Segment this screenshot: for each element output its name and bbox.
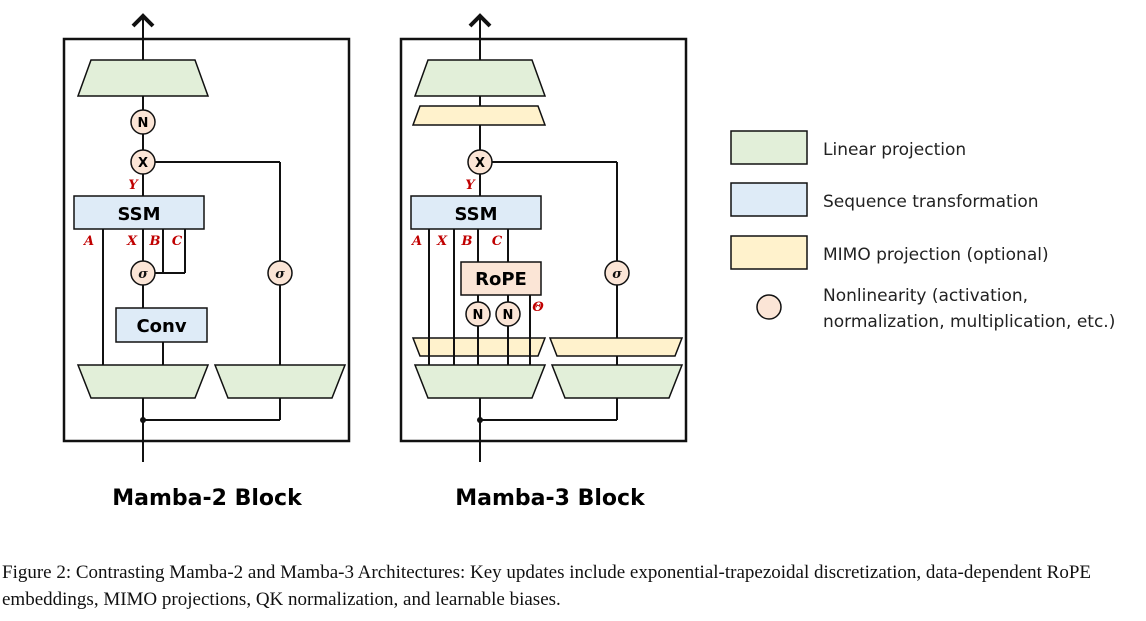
mamba3-junction-dot	[477, 417, 483, 423]
legend-mimo-label: MIMO projection (optional)	[823, 245, 1049, 265]
mamba3-rope-label: RoPE	[475, 269, 527, 290]
mamba3-out-proj	[413, 59, 547, 97]
mamba3-ssm-label: SSM	[454, 204, 497, 225]
mamba3-rope-box	[460, 261, 542, 296]
mamba2-ssm-label: SSM	[117, 204, 160, 225]
legend-sequence-label: Sequence transformation	[823, 192, 1039, 212]
legend-nonlinearity-label-1: Nonlinearity (activation,	[823, 286, 1028, 306]
mamba2-x-label: X	[126, 234, 138, 249]
mamba2-mult-symbol: X	[138, 156, 148, 171]
mamba2-norm-symbol: N	[138, 116, 149, 131]
mamba3-c-label: C	[492, 234, 503, 249]
mamba2-conv-box	[115, 307, 208, 343]
mamba2-y-label: Y	[128, 178, 139, 193]
mamba3-theta-label: Θ	[532, 300, 544, 315]
mamba3-block: N N Θ RoPE σ SSM A X B C Y X Mamba-3 Blo…	[399, 13, 688, 511]
legend-mimo-swatch	[730, 235, 808, 270]
mamba2-c-label: C	[172, 234, 183, 249]
mamba2-mult-circle	[130, 149, 156, 175]
mamba3-title: Mamba-3 Block	[455, 486, 646, 511]
mamba3-mimo-out	[411, 105, 547, 126]
mamba2-in-proj-right	[213, 364, 347, 399]
mamba2-a-label: A	[82, 234, 94, 249]
mamba2-sigma-left-symbol: σ	[138, 267, 148, 282]
mamba2-junction-dot	[140, 417, 146, 423]
architecture-diagram: Conv σ σ SSM A X B C Y X N Mamba-2 Block	[62, 13, 1115, 511]
mamba3-norm-b-symbol: N	[473, 308, 484, 323]
mamba3-norm-b	[465, 301, 491, 327]
mamba2-sigma-right	[267, 260, 293, 286]
mamba2-ssm-box	[73, 195, 205, 230]
mamba3-sigma-right-symbol: σ	[612, 267, 622, 282]
mamba3-a-label: A	[410, 234, 422, 249]
mamba2-title: Mamba-2 Block	[112, 486, 303, 511]
mamba2-norm-circle	[130, 109, 156, 135]
legend: Linear projection Sequence transformatio…	[730, 130, 1115, 332]
mamba2-in-proj-left	[76, 364, 210, 399]
mamba2-conv-label: Conv	[136, 316, 186, 337]
mamba2-b-label: B	[149, 234, 161, 249]
mamba3-ssm-box	[410, 195, 542, 230]
legend-sequence-swatch	[730, 182, 808, 217]
mamba3-mimo-in-right	[548, 337, 684, 357]
legend-nonlinearity-label-2: normalization, multiplication, etc.)	[823, 312, 1115, 332]
mamba3-norm-c	[495, 301, 521, 327]
mamba3-mult-circle	[467, 149, 493, 175]
mamba3-in-proj-left	[413, 364, 547, 399]
mamba3-y-label: Y	[465, 178, 476, 193]
legend-linear-swatch	[730, 130, 808, 165]
mamba3-norm-c-symbol: N	[503, 308, 514, 323]
mamba3-mult-symbol: X	[475, 156, 485, 171]
mamba2-out-proj	[76, 59, 210, 97]
legend-linear-label: Linear projection	[823, 140, 966, 160]
mamba3-sigma-right	[604, 260, 630, 286]
mamba2-sigma-left	[130, 260, 156, 286]
legend-nonlinearity-swatch	[756, 294, 782, 320]
mamba3-b-label: B	[461, 234, 473, 249]
mamba2-block: Conv σ σ SSM A X B C Y X N Mamba-2 Block	[62, 13, 351, 511]
mamba3-x-label: X	[436, 234, 448, 249]
figure-caption: Figure 2: Contrasting Mamba-2 and Mamba-…	[2, 562, 1092, 610]
mamba3-in-proj-right	[550, 364, 684, 399]
mamba2-sigma-right-symbol: σ	[275, 267, 285, 282]
